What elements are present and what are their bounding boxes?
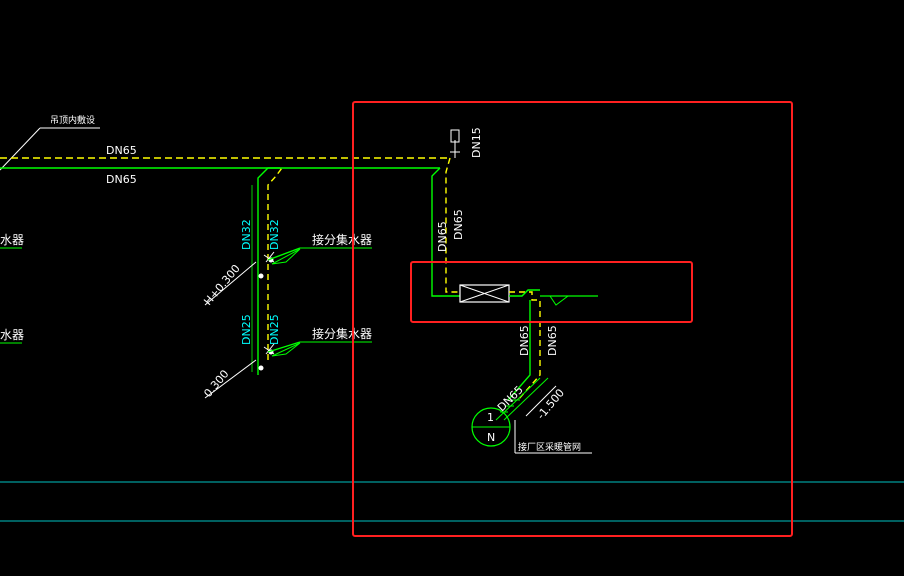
manifold-left-label-1: 水器 (0, 233, 24, 247)
manifold-left-label-2: 水器 (0, 328, 24, 342)
elev-minus-leader (525, 385, 557, 417)
right-vertical-pipes[interactable] (431, 157, 460, 297)
valve-lower[interactable] (258, 343, 275, 371)
elevation-marker-lower (204, 359, 257, 399)
section-symbol[interactable] (471, 407, 511, 447)
outlet-pipes[interactable] (507, 289, 598, 401)
elevation-marker-upper (204, 261, 257, 306)
main-pipe-bottom-label: DN65 (106, 173, 137, 186)
section-symbol-top: 1 (487, 411, 494, 424)
valve-upper[interactable] (258, 251, 275, 279)
red-highlight-outer (352, 101, 793, 537)
lower-dn65-label-b: DN65 (546, 325, 559, 356)
manifold-right-label-2: 接分集水器 (312, 326, 372, 341)
main-pipe-top-label: DN65 (106, 144, 137, 157)
riser-dn25-label: DN25 (240, 314, 253, 345)
lower-dn65-label-a: DN65 (518, 325, 531, 356)
branch-to-manifold-lower[interactable] (267, 341, 372, 357)
elevation-h-label: H+0.300 (201, 262, 242, 308)
red-highlight-inner (410, 261, 693, 323)
connect-note-label: 接厂区采暖管网 (518, 441, 581, 453)
elevation-low-label: 0.300 (201, 367, 231, 399)
section-symbol-bottom: N (487, 431, 495, 444)
valve-dn15-label: DN15 (470, 127, 483, 158)
vertical-dn65-label-a: DN65 (436, 221, 449, 252)
riser-dn32-label: DN32 (240, 219, 253, 250)
riser-dn32-label-b: DN32 (268, 219, 281, 250)
riser-dn25-label-b: DN25 (268, 314, 281, 345)
connect-note-leader (514, 420, 592, 454)
manifold-right-label-1: 接分集水器 (312, 232, 372, 247)
riser-group[interactable] (251, 167, 283, 375)
vent-valve[interactable] (450, 129, 460, 158)
heat-meter-box[interactable] (459, 284, 510, 303)
header-note-leader (0, 127, 100, 171)
branch-to-manifold-upper[interactable] (267, 247, 372, 265)
vertical-dn65-label-b: DN65 (452, 209, 465, 240)
header-note-label: 吊顶内敷设 (50, 114, 95, 126)
